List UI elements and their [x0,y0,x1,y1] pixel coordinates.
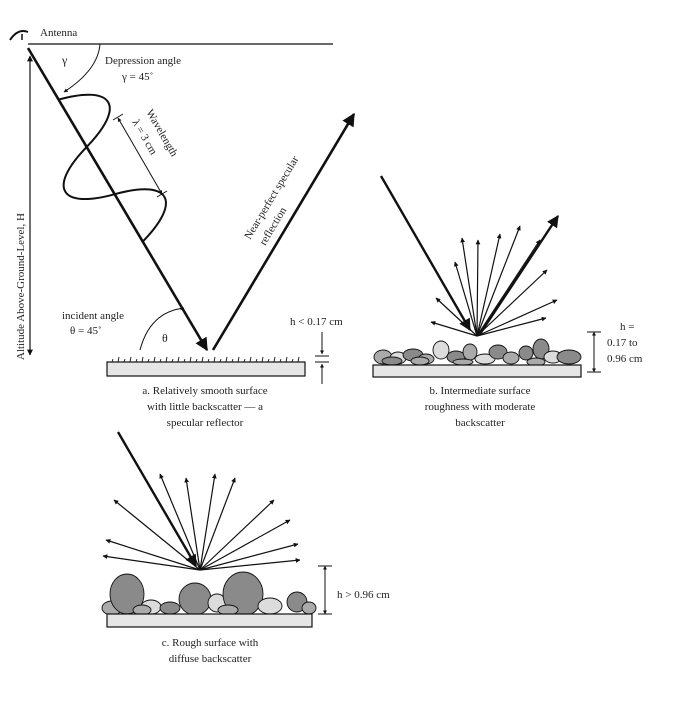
panel-c-pebble [178,582,212,616]
panel-b-pebble [556,349,582,365]
panel-c-scatter-arrow [199,499,275,571]
panel-c-caption-line1: c. Rough surface with [162,637,259,649]
antenna-group: Antenna [9,27,333,45]
panel-b-scatter-arrow [476,225,521,337]
panel-c-pebbles [101,571,317,617]
panel-c-scatter-arrows [102,473,301,571]
wavelength-wave [58,93,167,243]
panel-b-pebble [432,340,450,360]
depression-angle-value: γ = 45˚ [121,71,153,83]
panel-c-pebble [301,601,317,615]
wavelength-dimension: Wavelength λ = 3 cm [112,108,180,198]
panel-b-height-label-2: 0.17 to [607,337,638,349]
panel-c-incident-arrow [116,431,198,568]
panel-b-height-label-1: h = [620,321,634,333]
panel-b-scatter-arrow [435,297,478,337]
panel-c-scatter-arrow [159,473,201,571]
panel-a-caption-line3: specular reflector [167,417,244,429]
panel-b-scatter-arrow [453,261,478,337]
theta-symbol: θ [162,331,168,345]
incident-angle-label: incident angle [62,310,124,322]
panel-b-pebble [381,356,403,366]
panel-a: h < 0.17 cm a. Relatively smooth surface… [106,316,343,429]
panel-c-scatter-arrow [105,539,201,571]
panel-b-pebble [410,356,430,366]
incident-angle-arc [139,306,185,351]
panel-c-scatter-arrow [102,554,201,571]
depression-angle-group: γ Depression angle γ = 45˚ [61,43,181,93]
intermediate-surface [372,364,582,378]
altitude-label: Altitude Above-Ground-Level, H [15,213,27,360]
panel-c-height-label: h > 0.96 cm [337,589,390,601]
panel-c-scatter-arrow [199,477,236,571]
panel-b-scatter-arrows [430,225,558,337]
antenna-icon [9,30,29,41]
incident-beam-arrow [26,47,209,352]
panel-a-height-label: h < 0.17 cm [290,316,343,328]
panel-b-pebbles [373,338,582,367]
wavelength-tick-bottom [156,190,168,198]
panel-b-caption-line3: backscatter [455,417,505,429]
panel-b-scatter-arrow [475,239,481,337]
depression-arc [63,43,101,93]
panel-c-scatter-arrow [199,519,291,571]
panel-c-pebble [257,597,283,615]
incident-angle-value: θ = 45˚ [70,325,102,337]
antenna-label: Antenna [40,27,77,39]
panel-c-pebble [159,601,181,615]
wavelength-tick-top [112,113,124,121]
panel-b-scatter-arrow [476,299,558,337]
panel-b-caption-line2: roughness with moderate [425,401,536,413]
panel-b-specular-arrow [478,214,560,335]
surface-micro-roughness [111,356,300,363]
altitude-indicator: Altitude Above-Ground-Level, H [15,55,33,360]
panel-c: h > 0.96 cm c. Rough surface with diffus… [101,431,390,665]
gamma-symbol: γ [61,53,68,67]
depression-angle-label: Depression angle [105,55,181,67]
panel-b-pebble [518,345,534,361]
panel-b-scatter-arrow [476,239,541,337]
incident-angle-group: incident angle θ = 45˚ θ [62,306,185,351]
panel-b-height-label-3: 0.96 cm [607,353,643,365]
rough-surface [106,613,313,628]
panel-c-scatter-arrow [199,542,299,571]
panel-b-caption-line1: b. Intermediate surface [429,385,530,397]
wavelength-arrow [117,117,163,195]
panel-c-scatter-arrow [184,477,201,571]
panel-c-caption-line2: diffuse backscatter [169,653,252,665]
panel-b-scatter-arrow [476,316,547,337]
panel-b-pebble [452,358,474,366]
wave-group [58,93,167,243]
panel-b: h = 0.17 to 0.96 cm b. Intermediate surf… [372,175,643,429]
panel-b-scatter-arrow [460,237,478,337]
panel-c-scatter-arrow [113,499,201,571]
panel-b-pebble [502,351,520,365]
panel-b-pebble [488,344,508,360]
panel-c-scatter-arrow [199,558,301,571]
smooth-surface [106,361,306,377]
panel-a-caption-line2: with little backscatter — a [147,401,263,413]
panel-b-scatter-arrow [476,233,502,337]
specular-reflection-arrow [211,112,356,351]
panel-c-scatter-arrow [199,473,217,571]
panel-a-caption-line1: a. Relatively smooth surface [142,385,267,397]
panel-b-scatter-arrow [430,320,478,337]
panel-b-scatter-arrow [476,269,548,337]
panel-b-incident-arrow [379,175,472,332]
